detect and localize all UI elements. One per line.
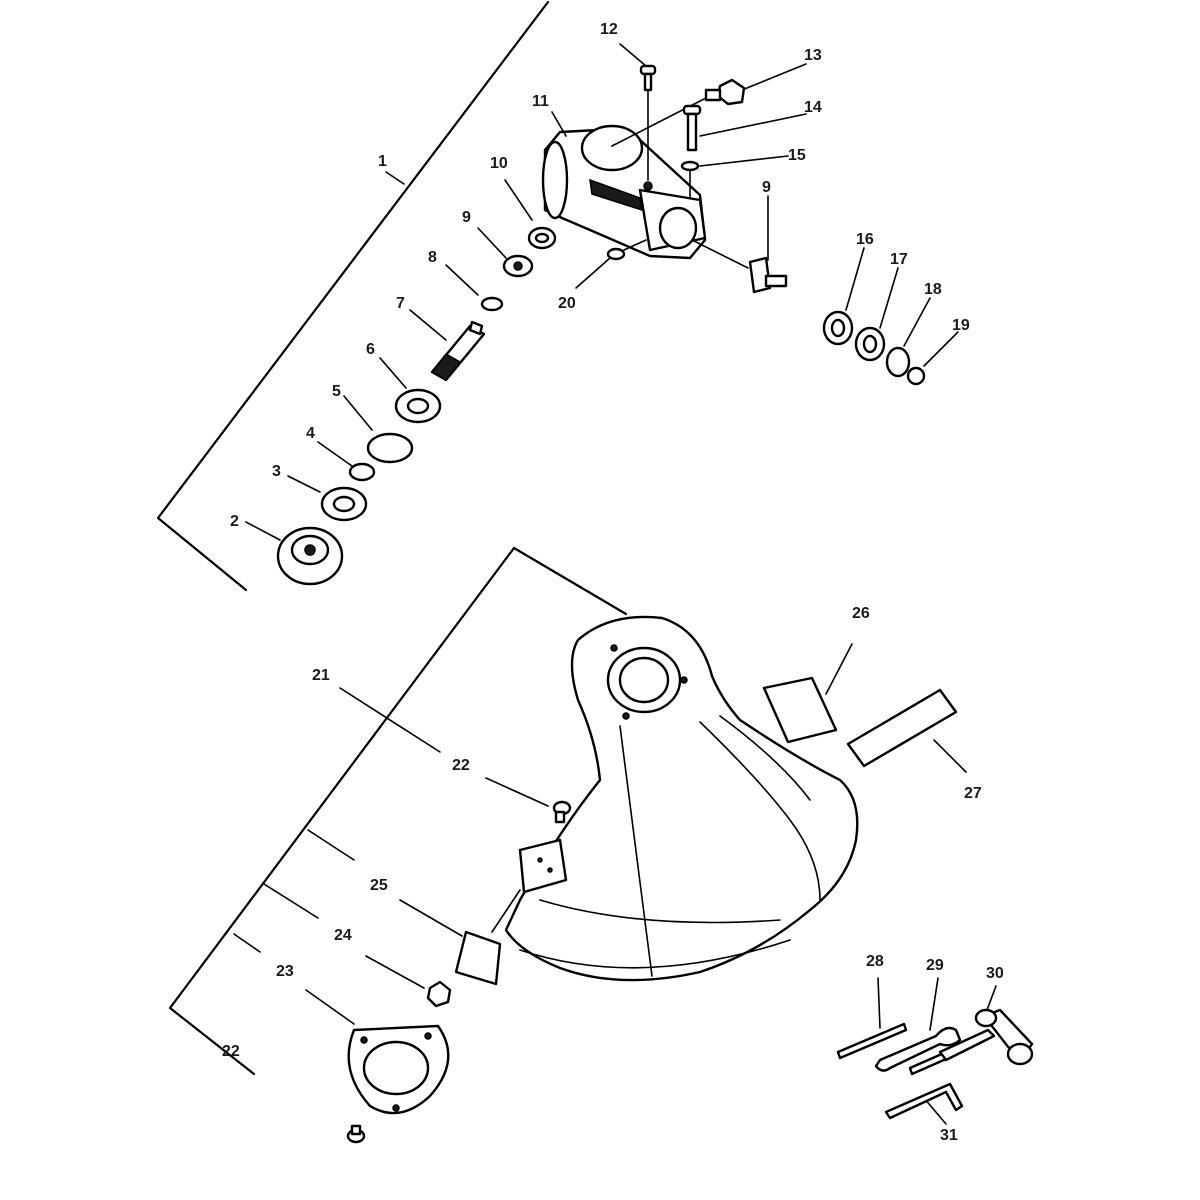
callout-1: 1 (378, 153, 387, 170)
circlip-19 (906, 331, 959, 386)
callout-28: 28 (866, 953, 884, 970)
nut-24 (365, 955, 452, 1008)
callout-22-lower: 22 (222, 1043, 240, 1060)
bearing-16 (822, 247, 865, 346)
holder-2 (245, 521, 344, 586)
bolt-14 (682, 104, 807, 152)
callout-22-upper: 22 (452, 757, 470, 774)
callout-27: 27 (964, 785, 982, 802)
callout-6: 6 (366, 341, 375, 358)
callout-19: 19 (952, 317, 970, 334)
callout-3: 3 (272, 463, 281, 480)
shaft-7 (409, 309, 486, 382)
callout-16: 16 (856, 231, 874, 248)
gear-housing (541, 124, 707, 260)
callout-2: 2 (230, 513, 239, 530)
callout-labels: 1 2 3 4 5 6 7 8 9 9 10 11 12 13 14 15 16… (222, 21, 1004, 1144)
bolt-12 (619, 43, 657, 181)
callout-8: 8 (428, 249, 437, 266)
callout-15: 15 (788, 147, 806, 164)
callout-9-left: 9 (462, 209, 471, 226)
callout-20: 20 (558, 295, 576, 312)
callout-9-right: 9 (762, 179, 771, 196)
callout-26: 26 (852, 605, 870, 622)
socket-wrench-30 (938, 985, 1034, 1066)
washer-20 (575, 239, 647, 289)
grass-guard-shield (504, 615, 859, 982)
bearing-17 (854, 267, 899, 362)
bearing-6 (379, 357, 442, 424)
callout-21: 21 (312, 667, 330, 684)
bearing-10 (504, 179, 557, 250)
callout-7: 7 (396, 295, 405, 312)
washer-15 (680, 155, 789, 199)
callout-29: 29 (926, 957, 944, 974)
callout-24: 24 (334, 927, 352, 944)
decal-27 (846, 688, 967, 773)
hex-key-31 (884, 1082, 964, 1125)
callout-25: 25 (370, 877, 388, 894)
callout-5: 5 (332, 383, 341, 400)
callout-31: 31 (940, 1127, 958, 1144)
gear-9-left (477, 227, 534, 278)
clamp-25 (399, 889, 521, 986)
callout-17: 17 (890, 251, 908, 268)
collar-4 (317, 441, 376, 482)
callout-18: 18 (924, 281, 942, 298)
callout-30: 30 (986, 965, 1004, 982)
callout-23: 23 (276, 963, 294, 980)
bearing-3 (287, 475, 368, 522)
bracket-assembly-21 (168, 546, 628, 1076)
circlip-18 (885, 297, 931, 378)
callout-13: 13 (804, 47, 822, 64)
ring-8 (445, 264, 504, 312)
nut-13 (611, 63, 807, 147)
gear-9-right (691, 195, 788, 294)
callout-12: 12 (600, 21, 618, 38)
bolt-22-lower (346, 1124, 366, 1144)
pin-28 (836, 977, 908, 1060)
ring-5 (343, 395, 414, 464)
decal-26 (762, 643, 853, 744)
callout-14: 14 (804, 99, 822, 116)
callout-11: 11 (532, 93, 549, 110)
callout-10: 10 (490, 155, 508, 172)
callout-4: 4 (306, 425, 315, 442)
bracket-assembly-1 (156, 0, 550, 592)
bolt-22-upper (339, 687, 572, 824)
plate-23 (305, 989, 450, 1115)
